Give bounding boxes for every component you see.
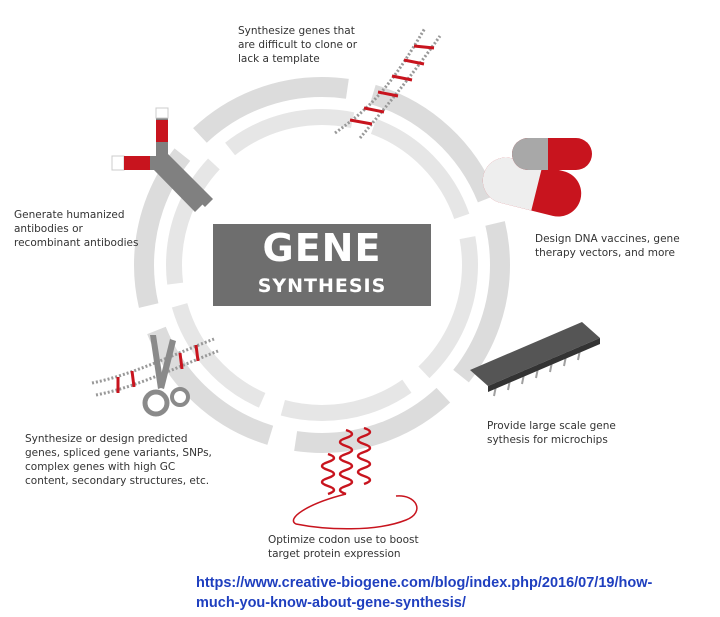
- label-microchips: Provide large scale gene sythesis for mi…: [487, 420, 616, 446]
- outer-ring: [134, 77, 510, 453]
- label-dna-vaccines: Design DNA vaccines, gene therapy vector…: [535, 233, 680, 259]
- microchip-icon: [470, 322, 600, 397]
- protein-coil-icon: [292, 426, 418, 530]
- center-title: GENE: [262, 226, 382, 270]
- inner-ring: [166, 109, 478, 421]
- label-synthesize-genes: Synthesize genes that are difficult to c…: [238, 25, 358, 65]
- antibody-icon: [111, 107, 213, 212]
- capsule-icon: [482, 138, 592, 217]
- source-link[interactable]: https://www.creative-biogene.com/blog/in…: [196, 575, 653, 611]
- dna-helix-icon: [334, 27, 442, 139]
- label-predicted-genes: Synthesize or design predicted genes, sp…: [25, 433, 212, 487]
- label-antibodies: Generate humanized antibodies or recombi…: [14, 209, 139, 249]
- scissors-dna-icon: [91, 335, 219, 417]
- center-subtitle: SYNTHESIS: [257, 275, 387, 297]
- center-band: [213, 224, 431, 306]
- label-codon-optimization: Optimize codon use to boost target prote…: [268, 534, 419, 560]
